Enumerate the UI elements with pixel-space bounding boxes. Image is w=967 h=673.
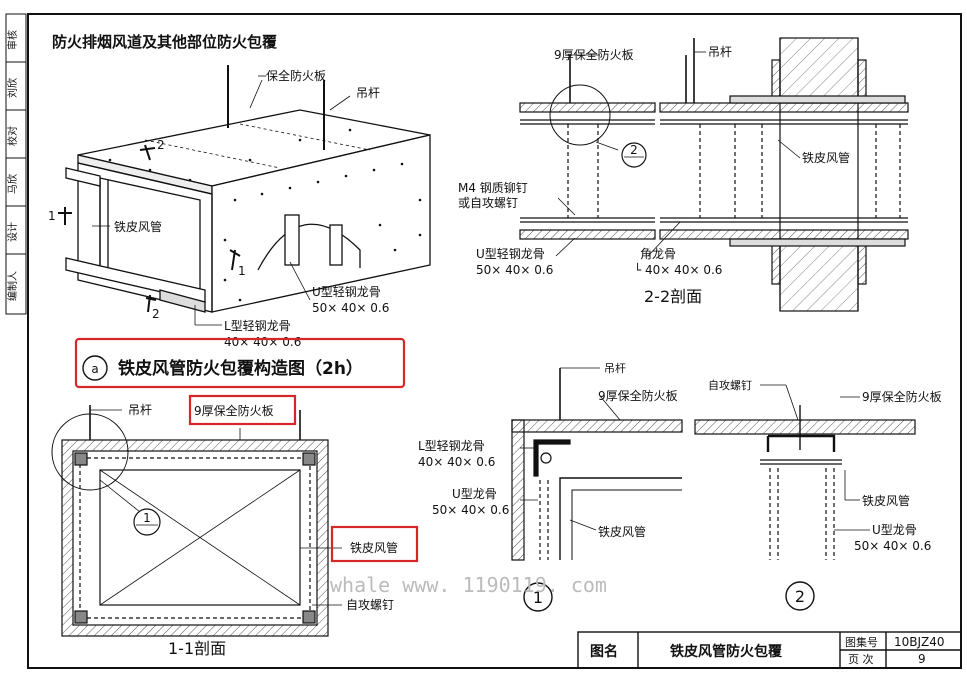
section-22-u-keel-label: U型轻钢龙骨 bbox=[476, 247, 545, 261]
title-block-set-no: 10BJZ40 bbox=[894, 635, 945, 649]
section-22-duct-label: 铁皮风管 bbox=[802, 150, 850, 165]
section-11-hanger-label: 吊杆 bbox=[128, 403, 152, 417]
section-22-angle-size: └ 40× 40× 0.6 bbox=[634, 262, 722, 277]
detail-1-u-keel-label: U型龙骨 bbox=[452, 487, 497, 501]
iso-duct-label: 铁皮风管 bbox=[114, 219, 162, 234]
detail-1-number-circle bbox=[523, 582, 553, 612]
section-22-board-label: 9厚保全防火板 bbox=[554, 47, 634, 62]
side-label-2: 校对 bbox=[6, 126, 19, 146]
section-22-drawing bbox=[519, 37, 909, 312]
detail-2-duct-label: 铁皮风管 bbox=[862, 493, 910, 508]
section-22-angle-label: 角龙骨 bbox=[640, 247, 676, 261]
detail-1-l-keel-size: 40× 40× 0.6 bbox=[418, 455, 495, 469]
side-label-1: 刘欣 bbox=[6, 78, 19, 98]
iso-u-keel-label: U型轻钢龙骨 bbox=[312, 285, 381, 299]
side-label-0: 审核 bbox=[6, 30, 19, 50]
detail-1-duct-label: 铁皮风管 bbox=[598, 524, 646, 539]
section-11-drawing bbox=[51, 405, 342, 637]
iso-cut2-top: 2 bbox=[157, 138, 165, 152]
detail-1-l-keel-label: L型轻钢龙骨 bbox=[418, 439, 485, 453]
section-11-title: 1-1剖面 bbox=[168, 639, 226, 658]
section-22-rivet-line1: M4 钢质铆钉 bbox=[458, 180, 528, 195]
section-11-board-label: 9厚保全防火板 bbox=[194, 403, 274, 418]
title-block bbox=[577, 631, 962, 669]
drawing-title: 防火排烟风道及其他部位防火包覆 bbox=[52, 33, 278, 51]
side-label-3: 马欣 bbox=[6, 174, 19, 194]
title-block-page-label: 页 次 bbox=[848, 652, 874, 666]
iso-cut1-left: 1 bbox=[48, 209, 56, 223]
iso-board-label: 保全防火板 bbox=[266, 68, 326, 83]
caption-a-highlight bbox=[74, 337, 406, 389]
section-22-detail-ref: 2 bbox=[630, 143, 638, 157]
iso-cut2-bottom: 2 bbox=[152, 307, 160, 321]
section-22-title: 2-2剖面 bbox=[644, 287, 702, 306]
title-block-set-label: 图集号 bbox=[845, 635, 878, 649]
detail-1-number: 1 bbox=[533, 588, 543, 607]
title-block-name: 铁皮风管防火包覆 bbox=[670, 643, 783, 660]
sheet-frame bbox=[27, 13, 962, 669]
section-22-detail-ref-circle bbox=[621, 142, 647, 168]
detail-2-number-circle bbox=[785, 581, 815, 611]
detail-2-number: 2 bbox=[795, 587, 805, 606]
section-22-hanger-label: 吊杆 bbox=[708, 45, 732, 59]
section-11-detail-ref: 1 bbox=[143, 511, 151, 525]
isometric-view bbox=[58, 65, 431, 325]
detail-2-board-label: 9厚保全防火板 bbox=[862, 389, 942, 404]
detail-1-hanger-label: 吊杆 bbox=[604, 361, 626, 375]
iso-l-keel-size: 40× 40× 0.6 bbox=[224, 335, 301, 349]
iso-l-keel-label: L型轻钢龙骨 bbox=[224, 319, 291, 333]
watermark: whale www. 1190119. com bbox=[330, 573, 607, 597]
caption-a-marker: a bbox=[91, 362, 98, 376]
detail-2-screw-label: 自攻螺钉 bbox=[708, 378, 752, 392]
detail-1-board-label: 9厚保全防火板 bbox=[598, 388, 678, 403]
caption-a-text: 铁皮风管防火包覆构造图（2h） bbox=[118, 358, 363, 379]
title-block-page-no: 9 bbox=[918, 652, 926, 666]
iso-cut1-right: 1 bbox=[238, 264, 246, 278]
detail-1-u-keel-size: 50× 40× 0.6 bbox=[432, 503, 509, 517]
caption-a-marker-circle bbox=[82, 355, 108, 381]
detail-2-u-keel-label: U型龙骨 bbox=[872, 523, 917, 537]
title-block-name-label: 图名 bbox=[590, 643, 618, 660]
section-11-screw-label: 自攻螺钉 bbox=[346, 598, 394, 612]
side-strip: 审核 刘欣 校对 马欣 设计 编制人 bbox=[5, 13, 27, 315]
section-22-rivet-line2: 或自攻螺钉 bbox=[458, 196, 518, 210]
iso-u-keel-size: 50× 40× 0.6 bbox=[312, 301, 389, 315]
section-11-detail-ref-circle bbox=[133, 508, 161, 536]
section-11-duct-highlight bbox=[330, 525, 419, 563]
section-11-board-highlight bbox=[188, 394, 297, 426]
detail-1-drawing bbox=[511, 367, 683, 561]
section-22-u-keel-size: 50× 40× 0.6 bbox=[476, 263, 553, 277]
iso-hanger-label: 吊杆 bbox=[356, 86, 380, 100]
side-label-4: 设计 bbox=[6, 222, 19, 242]
detail-2-u-keel-size: 50× 40× 0.6 bbox=[854, 539, 931, 553]
side-label-5: 编制人 bbox=[6, 271, 19, 301]
detail-2-drawing bbox=[694, 384, 916, 560]
section-11-duct-label: 铁皮风管 bbox=[350, 540, 398, 555]
